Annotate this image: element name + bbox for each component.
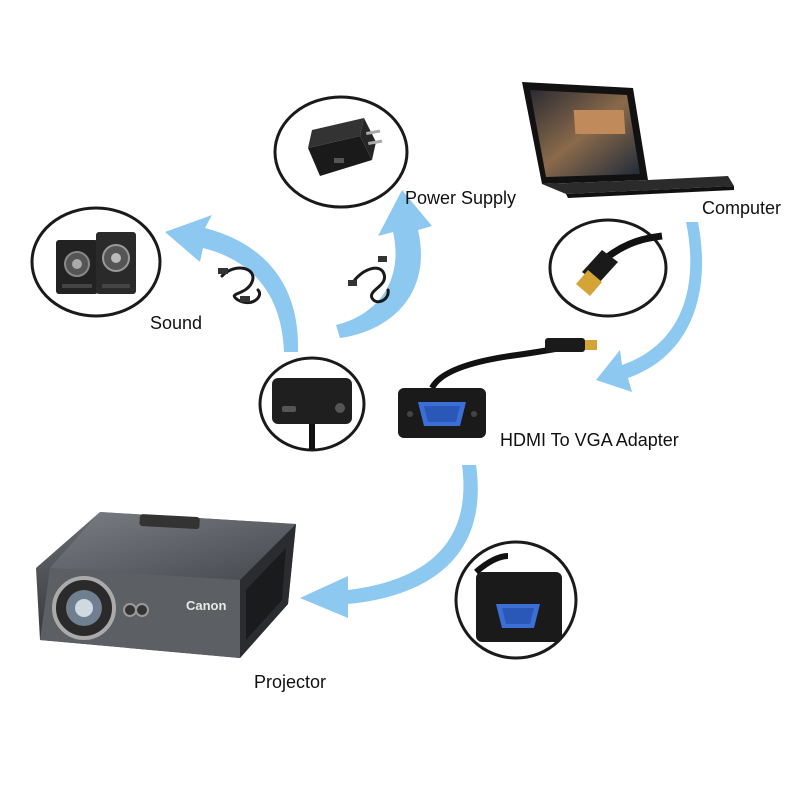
adapter-side-ports-icon: [258, 356, 366, 452]
speakers-icon: [30, 206, 162, 318]
audio-cable-icon: [218, 266, 261, 305]
projector-label: Projector: [254, 672, 327, 692]
usb-cable-icon: [348, 256, 390, 304]
arrow-to-sound: [165, 215, 299, 352]
arrow-from-computer: [596, 222, 703, 392]
projector-brand-text: Canon: [186, 598, 227, 613]
power-supply-label: Power Supply: [405, 188, 517, 208]
adapter-label: HDMI To VGA Adapter: [500, 430, 679, 450]
vga-port-closeup-icon: [454, 540, 578, 660]
arrow-to-power-supply: [336, 190, 432, 338]
laptop-icon: [522, 82, 734, 198]
sound-label: Sound: [150, 313, 203, 333]
hdmi-vga-adapter-icon: [398, 338, 597, 438]
computer-label: Computer: [702, 198, 782, 218]
arrow-to-projector: [300, 465, 478, 618]
hdmi-plug-icon: [548, 218, 668, 318]
projector-icon: [36, 512, 296, 658]
power-adapter-icon: [273, 95, 409, 209]
